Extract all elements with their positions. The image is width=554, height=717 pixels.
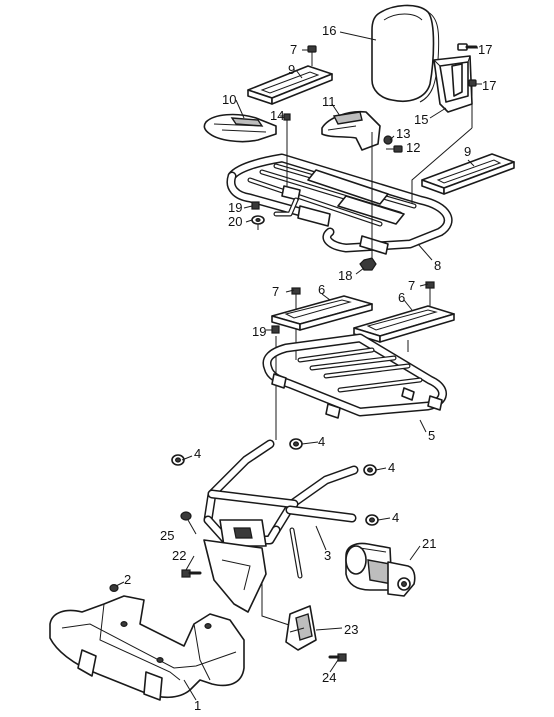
callout-13: 13 bbox=[396, 126, 410, 141]
tube-cap-4a bbox=[171, 454, 185, 466]
callout-11: 11 bbox=[322, 94, 336, 109]
nut-25 bbox=[180, 511, 192, 521]
seat-rail-right bbox=[421, 153, 515, 195]
bolt-22 bbox=[181, 569, 202, 578]
seat-frame bbox=[226, 153, 453, 255]
callout-10: 10 bbox=[222, 92, 236, 107]
callout-7-top: 7 bbox=[290, 42, 297, 57]
hitch-receiver bbox=[345, 542, 416, 597]
callout-9-right: 9 bbox=[464, 144, 471, 159]
callout-6-left: 6 bbox=[318, 282, 325, 297]
callout-14: 14 bbox=[270, 108, 284, 123]
callout-12: 12 bbox=[406, 140, 420, 155]
callout-23: 23 bbox=[344, 622, 358, 637]
callout-24: 24 bbox=[322, 670, 336, 685]
armrest-left bbox=[203, 113, 277, 143]
callout-4-a: 4 bbox=[194, 446, 201, 461]
callout-25: 25 bbox=[160, 528, 174, 543]
callout-9-top: 9 bbox=[288, 62, 295, 77]
nut-18 bbox=[359, 257, 377, 271]
backrest-pad bbox=[371, 4, 440, 103]
bolt-12 bbox=[386, 145, 403, 153]
callout-8: 8 bbox=[434, 258, 441, 273]
tube-cap-4b bbox=[289, 438, 303, 450]
screw-17b bbox=[468, 79, 477, 96]
armrest-right bbox=[321, 110, 381, 151]
seat-rail-upper bbox=[247, 65, 333, 105]
tube-cap-4c bbox=[363, 464, 377, 476]
callout-22: 22 bbox=[172, 548, 186, 563]
rail-6-left bbox=[271, 295, 373, 331]
callout-19-mid: 19 bbox=[252, 324, 266, 339]
callout-4-d: 4 bbox=[392, 510, 399, 525]
rail-6-right bbox=[353, 305, 455, 343]
callout-7-mid-left: 7 bbox=[272, 284, 279, 299]
callout-7-mid-right: 7 bbox=[408, 278, 415, 293]
backrest-bracket bbox=[433, 55, 473, 113]
seat-base-frame bbox=[262, 333, 447, 419]
callout-2: 2 bbox=[124, 572, 131, 587]
callout-4-b: 4 bbox=[318, 434, 325, 449]
callout-16: 16 bbox=[322, 23, 336, 38]
callout-17-top: 17 bbox=[478, 42, 492, 57]
main-tube-frame bbox=[203, 439, 359, 579]
callout-6-right: 6 bbox=[398, 290, 405, 305]
lower-bracket-plate bbox=[203, 539, 267, 613]
bolt-13 bbox=[383, 135, 393, 145]
callout-15: 15 bbox=[414, 112, 428, 127]
tube-cap-4d bbox=[365, 514, 379, 526]
callout-18: 18 bbox=[338, 268, 352, 283]
callout-5: 5 bbox=[428, 428, 435, 443]
leader-lines bbox=[115, 31, 482, 701]
screw-14 bbox=[283, 113, 291, 134]
bolt-19-mid bbox=[271, 325, 280, 334]
callout-3: 3 bbox=[324, 548, 331, 563]
callout-19-top: 19 bbox=[228, 200, 242, 215]
washer-20 bbox=[251, 215, 265, 225]
screw-7-top bbox=[307, 45, 317, 66]
bolt-24 bbox=[328, 653, 347, 662]
bolt-19-upper bbox=[251, 201, 260, 210]
front-bumper bbox=[49, 595, 245, 701]
callout-1: 1 bbox=[194, 698, 201, 713]
callout-20: 20 bbox=[228, 214, 242, 229]
screw-17a bbox=[457, 43, 478, 51]
callout-4-c: 4 bbox=[388, 460, 395, 475]
clamp-bracket bbox=[285, 605, 317, 651]
callout-17-bottom: 17 bbox=[482, 78, 496, 93]
screw-2 bbox=[109, 583, 119, 592]
callout-21: 21 bbox=[422, 536, 436, 551]
callout-labels: 16 7 17 9 17 10 11 14 15 13 12 9 19 20 8… bbox=[124, 23, 496, 713]
